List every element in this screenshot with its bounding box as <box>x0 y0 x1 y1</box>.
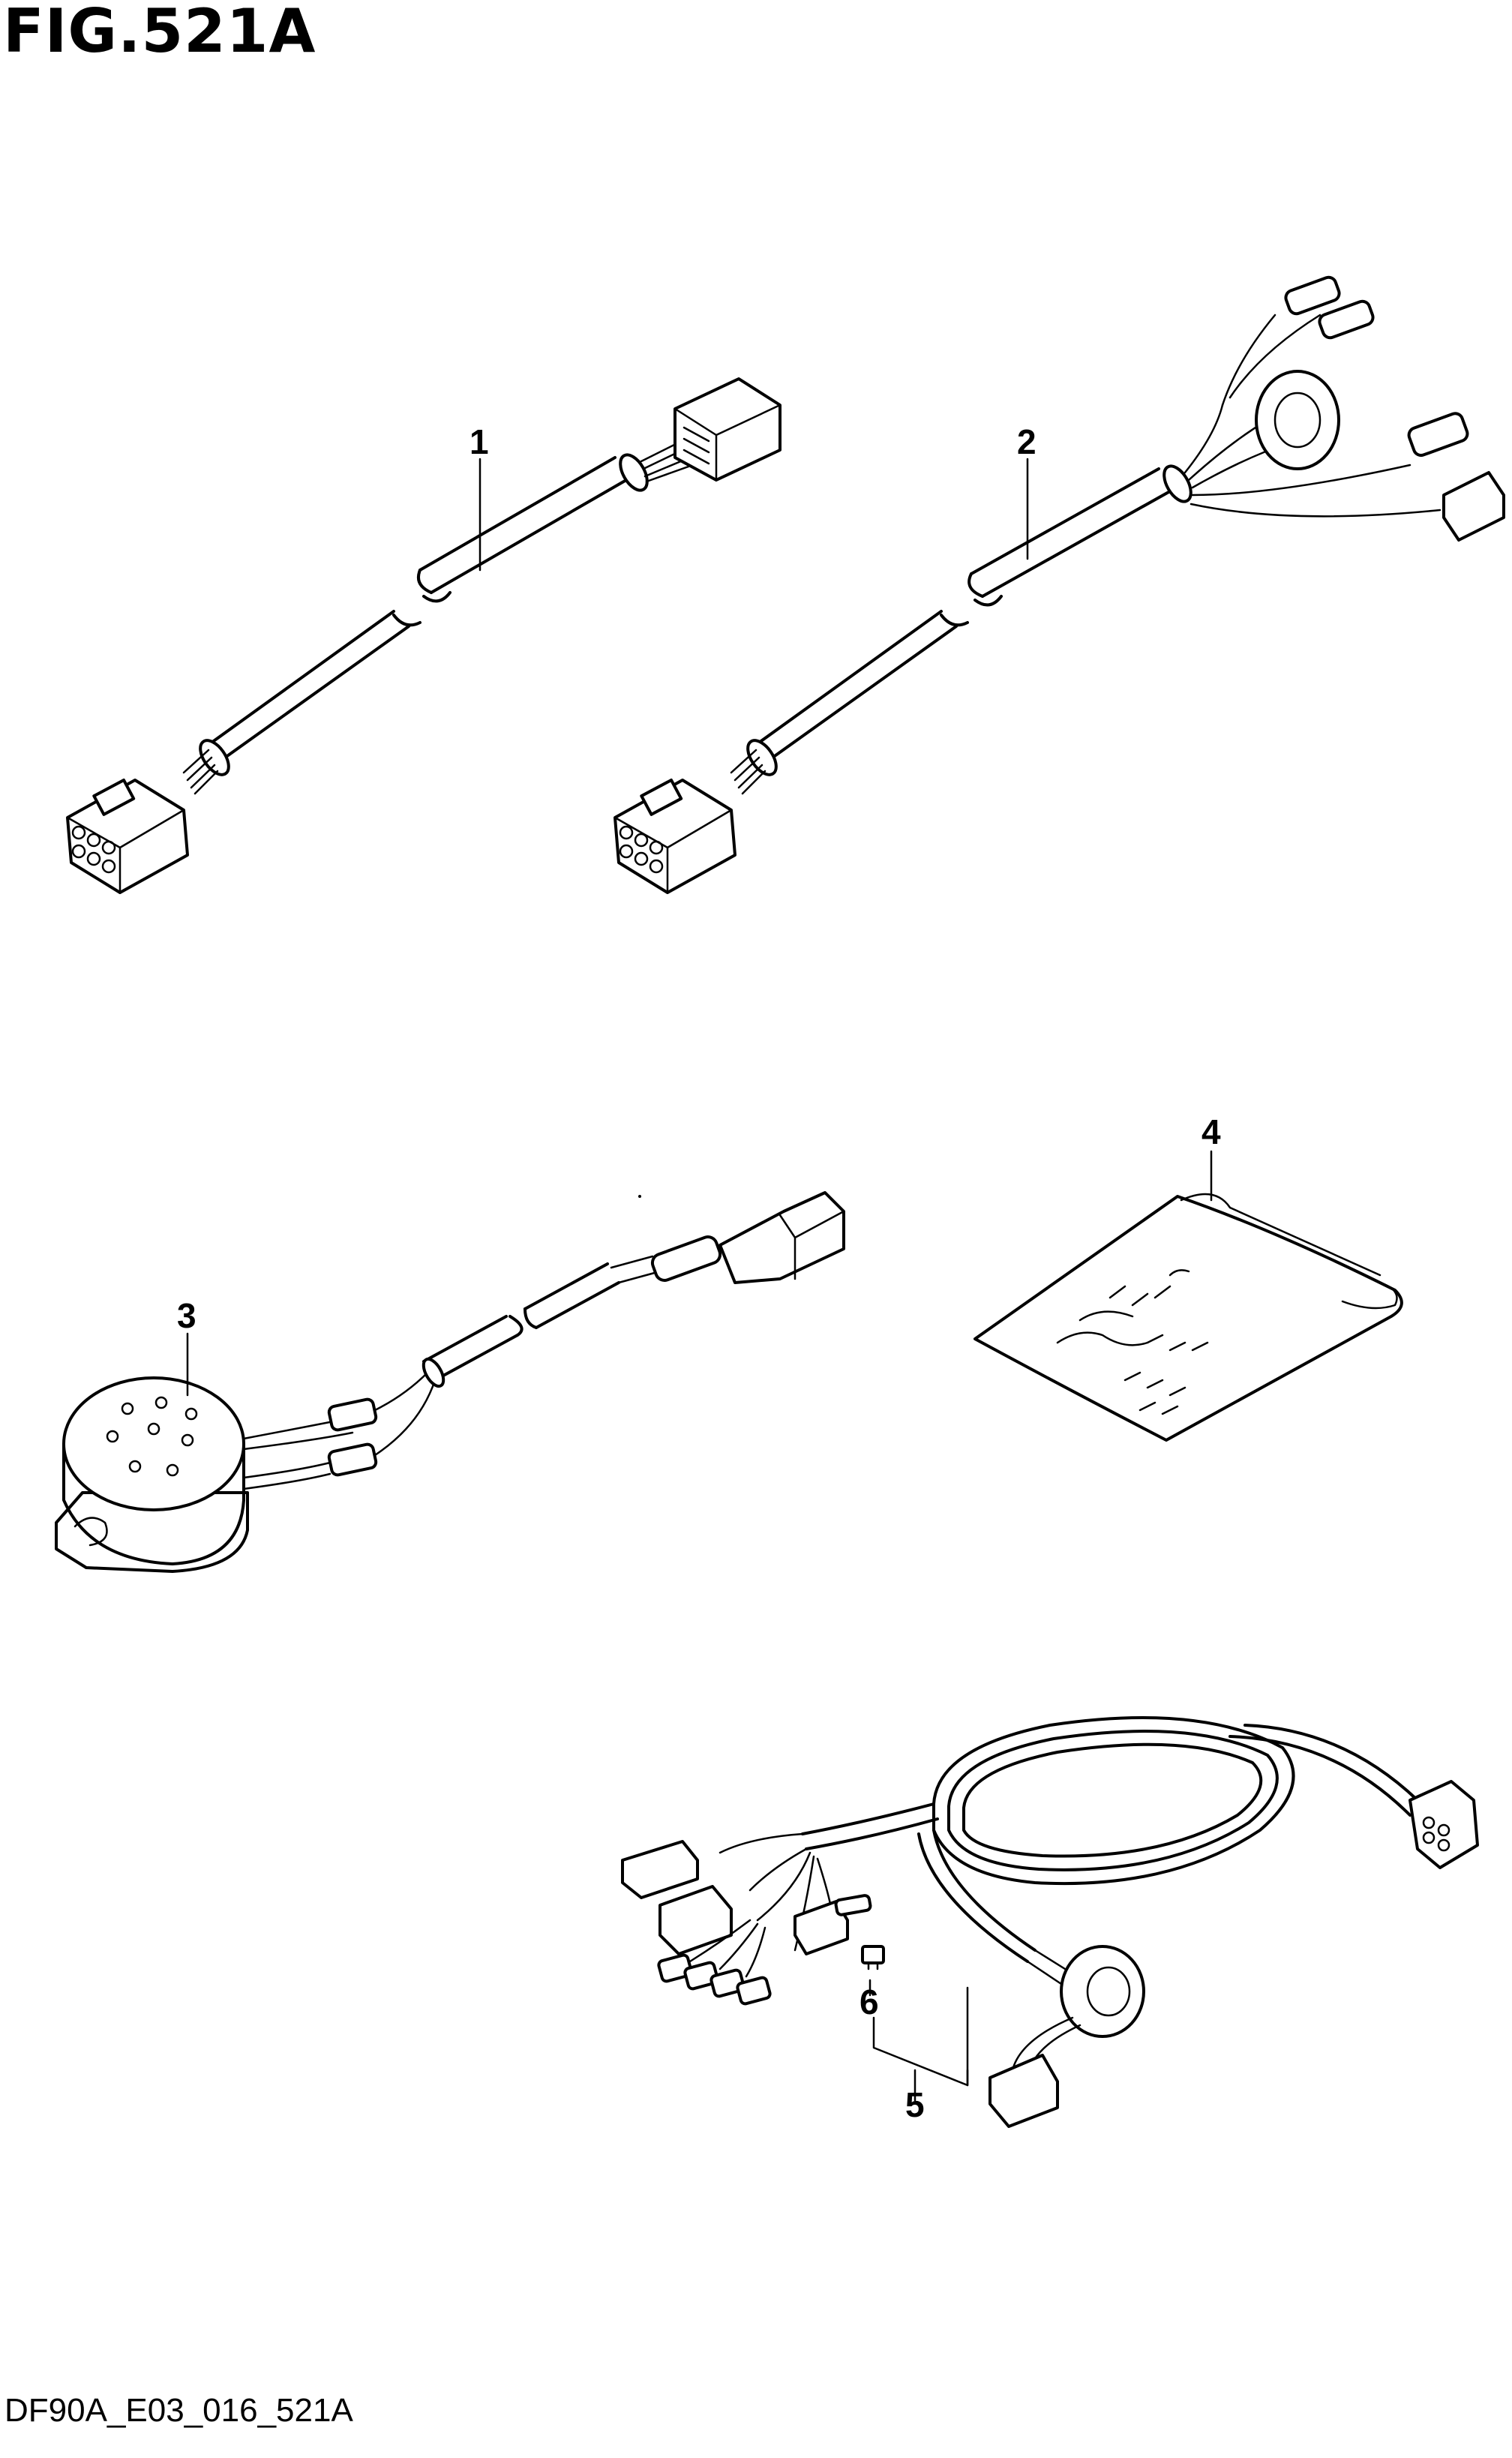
main-wiring-harness-coil-icon <box>621 1716 1479 2128</box>
callout-1: 1 <box>470 422 489 461</box>
stray-dot <box>638 1195 641 1198</box>
fuse-icon <box>861 1945 885 1970</box>
figure-title: FIG.521A <box>3 0 316 66</box>
callout-6: 6 <box>860 1982 879 2021</box>
buzzer-with-lead-icon <box>55 1191 845 1573</box>
parts-bag-icon <box>974 1193 1403 1442</box>
callout-4: 4 <box>1202 1112 1221 1151</box>
figure-footer-code: DF90A_E03_016_521A <box>4 2392 353 2429</box>
harness-12pin-to-12pin-icon <box>66 377 782 894</box>
callout-5: 5 <box>905 2085 925 2124</box>
harness-12pin-with-branches-icon <box>614 275 1505 894</box>
leader-lines-5-6 <box>868 1979 969 2102</box>
callout-2: 2 <box>1017 422 1036 461</box>
callout-3: 3 <box>177 1296 196 1335</box>
